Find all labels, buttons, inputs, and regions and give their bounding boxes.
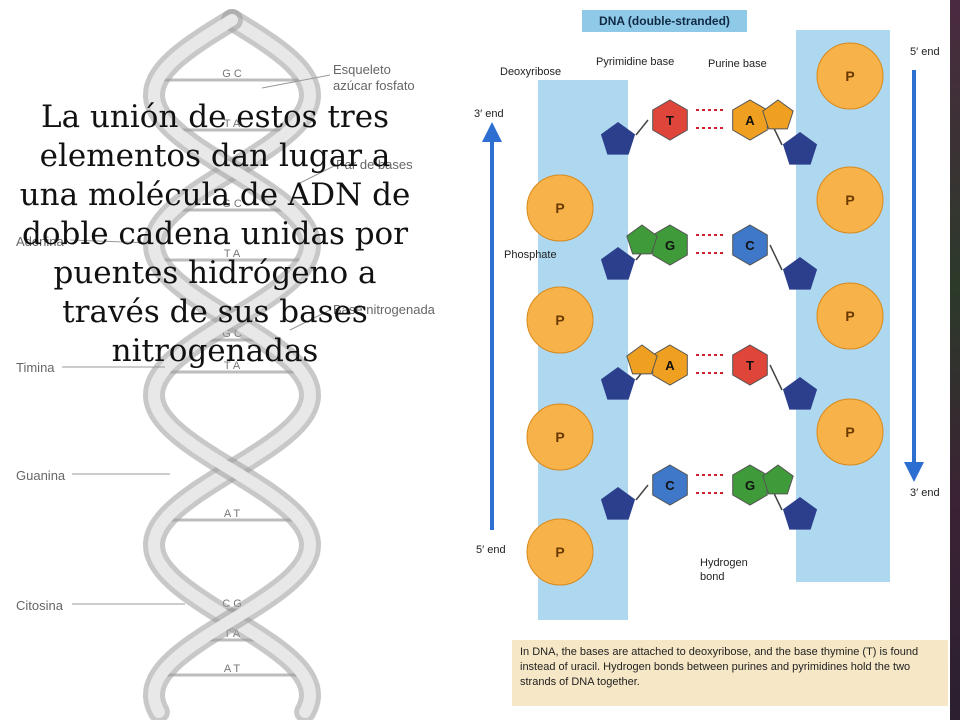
- base-ring: [652, 99, 688, 141]
- base-letter-C: C: [745, 238, 755, 253]
- base-ring: [762, 99, 794, 130]
- label-guanina: Guanina: [16, 468, 66, 483]
- phosphate-group: [526, 403, 594, 471]
- deoxyribose-sugar: [782, 377, 818, 410]
- deoxyribose-sugar: [600, 247, 636, 280]
- label-leader-line: [289, 309, 331, 331]
- deoxyribose-sugar: [782, 257, 818, 290]
- phosphate-group: [816, 42, 884, 110]
- base-letter-T: T: [666, 113, 674, 128]
- deoxyribose-sugar: [600, 487, 636, 520]
- phosphate-glyph: P: [845, 68, 854, 84]
- phosphate-glyph: P: [845, 308, 854, 324]
- base-letter-G: G: [665, 238, 675, 253]
- label-deoxyribose: Deoxyribose: [500, 66, 562, 78]
- slide-edge-decoration: [950, 0, 960, 720]
- label-pyrimidine-base: Pyrimidine base: [596, 56, 675, 68]
- base-pair-letters: T A: [224, 248, 241, 260]
- phosphate-glyph: P: [555, 200, 564, 216]
- label-adenina: Adenina: [16, 234, 64, 249]
- caption-box: In DNA, the bases are attached to deoxyr…: [512, 640, 948, 706]
- phosphate-glyph: P: [555, 312, 564, 328]
- arrow-down-head: [904, 462, 924, 482]
- base-ring: [762, 464, 794, 495]
- phosphate-glyph: P: [845, 192, 854, 208]
- base-letter-T: T: [746, 358, 754, 373]
- glycosidic-bond: [635, 119, 649, 136]
- base-pair-letters: T A: [224, 118, 241, 130]
- base-ring: [652, 464, 688, 506]
- phosphate-group: [816, 166, 884, 234]
- label-esqueleto: Esqueleto azúcar fosfato: [333, 62, 415, 93]
- dna-structure-diagram: P P P P P P P P T A G C A T C G: [482, 30, 924, 620]
- label-leader-line: [299, 165, 335, 184]
- phosphate-group: [526, 518, 594, 586]
- overlay-description: La unión de estos tres elementos dan lug…: [19, 99, 411, 369]
- base-letter-A: A: [745, 113, 755, 128]
- end-label-top-left: 3′ end: [474, 108, 504, 120]
- arrow-up-head: [482, 122, 502, 142]
- phosphate-group: [816, 282, 884, 350]
- label-par-bases: Par de bases: [336, 157, 413, 172]
- dna-structure-panel: P P P P P P P P T A G C A T C G DNA (double-stranded) 5…: [470, 0, 950, 720]
- label-hydrogen-bond: Hydrogen bond: [700, 557, 748, 583]
- label-base-nitrogenada: Base nitrogenada: [333, 302, 435, 317]
- phosphate-group: [526, 286, 594, 354]
- glycosidic-bond: [769, 244, 783, 271]
- diagram-title: DNA (double-stranded): [582, 10, 747, 32]
- glycosidic-bond: [635, 484, 649, 501]
- base-pair-letters: A T: [224, 508, 241, 520]
- deoxyribose-sugar: [600, 122, 636, 155]
- phosphate-glyph: P: [555, 544, 564, 560]
- label-timina: Timina: [16, 360, 55, 375]
- base-pair-letters: G C: [222, 68, 242, 80]
- helix-strand-a-highlight: [147, 14, 317, 718]
- phosphate-group: [526, 174, 594, 242]
- double-helix-illustration: G CT AG CT AG CT AC GA TC GT AA T: [62, 9, 335, 720]
- base-pair-letters: T A: [224, 360, 241, 372]
- helix-strand-b-highlight: [147, 14, 317, 718]
- phosphate-glyph: P: [845, 424, 854, 440]
- label-phosphate: Phosphate: [504, 249, 557, 261]
- base-ring: [732, 344, 768, 386]
- deoxyribose-sugar: [600, 367, 636, 400]
- end-label-bottom-left: 5′ end: [476, 544, 506, 556]
- base-ring: [732, 224, 768, 266]
- label-citosina: Citosina: [16, 598, 63, 613]
- label-leader-line: [69, 239, 151, 244]
- glycosidic-bond: [769, 364, 783, 391]
- phosphate-group: [816, 398, 884, 466]
- label-purine-base: Purine base: [708, 58, 767, 70]
- base-ring: [626, 344, 658, 375]
- end-label-bottom-right: 3′ end: [910, 487, 940, 499]
- base-pair-letters: A T: [224, 663, 241, 675]
- base-letter-C: C: [665, 478, 675, 493]
- deoxyribose-sugar: [782, 497, 818, 530]
- label-leader-line: [261, 74, 331, 89]
- base-letter-A: A: [665, 358, 675, 373]
- phosphate-glyph: P: [555, 429, 564, 445]
- end-label-top-right: 5′ end: [910, 46, 940, 58]
- deoxyribose-sugar: [782, 132, 818, 165]
- base-letter-G: G: [745, 478, 755, 493]
- base-pair-letters: G C: [222, 198, 242, 210]
- base-ring: [626, 224, 658, 255]
